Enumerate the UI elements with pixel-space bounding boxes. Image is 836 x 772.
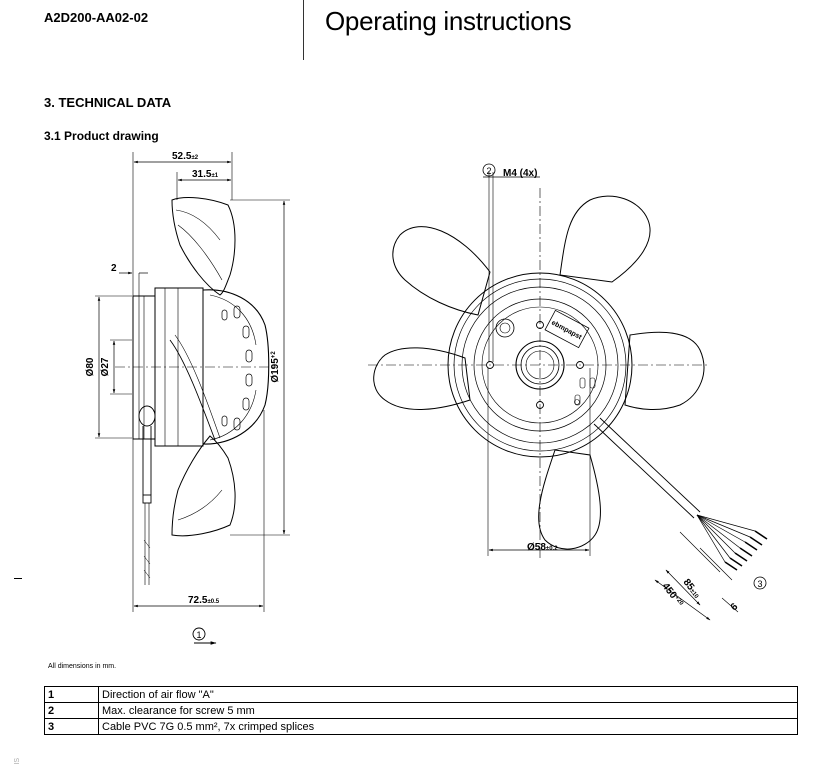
legend-row: 1 Direction of air flow "A" — [44, 686, 798, 703]
document-id: A2D200-AA02-02 — [44, 10, 149, 25]
dimension-note: All dimensions in mm. — [48, 663, 117, 670]
dim-dia-27: Ø27 — [100, 357, 111, 376]
legend-row: 3 Cable PVC 7G 0.5 mm², 7x crimped splic… — [44, 718, 798, 735]
legend-row: 2 Max. clearance for screw 5 mm — [44, 702, 798, 719]
dim-width-top: 52.5±2 — [172, 151, 199, 162]
dim-splice-6: 6 — [729, 601, 741, 613]
clearance-marker: 2 — [486, 166, 491, 176]
document-title: Operating instructions — [325, 6, 572, 36]
subsection-heading: 3.1 Product drawing — [44, 129, 159, 143]
dim-offset: 2 — [111, 263, 117, 274]
product-drawing: 52.5±2 31.5±1 2 Ø80 Ø27 Ø195+2 72.5±0.5 … — [85, 151, 768, 645]
dim-cable-85: 85±10 — [681, 577, 703, 601]
dim-dia-195: Ø195+2 — [270, 351, 281, 383]
airflow-marker: 1 — [196, 630, 201, 640]
legend-table: 1 Direction of air flow "A" 2 Max. clear… — [44, 686, 798, 735]
legend-number: 3 — [44, 718, 99, 735]
fan-blades — [373, 195, 705, 550]
legend-text: Max. clearance for screw 5 mm — [98, 702, 798, 719]
dim-width-inner: 31.5±1 — [192, 169, 219, 180]
legend-text: Cable PVC 7G 0.5 mm², 7x crimped splices — [98, 718, 798, 735]
dim-cable-450: 450+20 — [660, 581, 686, 609]
section-heading: 3. TECHNICAL DATA — [44, 95, 172, 110]
dim-length: 72.5±0.5 — [188, 595, 220, 606]
dim-dia-80: Ø80 — [85, 357, 96, 376]
header-divider — [303, 0, 304, 60]
legend-number: 2 — [44, 702, 99, 719]
cable-marker: 3 — [757, 579, 762, 589]
legend-number: 1 — [44, 686, 99, 703]
dim-dia-58: Ø58±0.2 — [527, 542, 558, 553]
margin-mark — [14, 578, 22, 579]
front-view — [368, 163, 768, 621]
legend-text: Direction of air flow "A" — [98, 686, 798, 703]
footer-mark: IS — [14, 758, 21, 765]
screw-label: M4 (4x) — [503, 168, 537, 179]
side-view — [95, 152, 290, 645]
